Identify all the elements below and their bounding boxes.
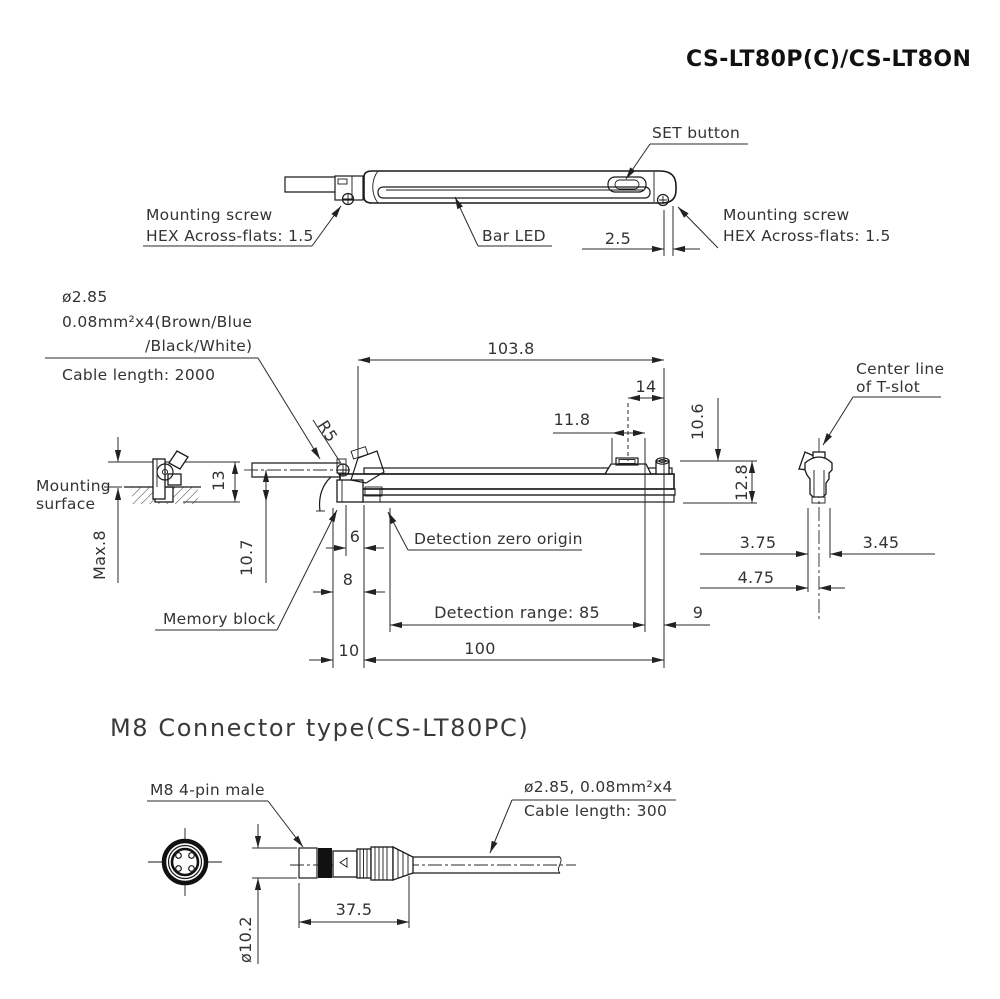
cable-spec-label-2: 0.08mm²x4(Brown/Blue	[62, 313, 252, 331]
dim-8: 8	[343, 570, 353, 589]
pin-3	[175, 865, 182, 872]
mounting-screw-right-label-1: Mounting screw	[723, 206, 850, 224]
connector-cable-length: Cable length: 300	[524, 802, 667, 820]
top-view-annotations: SET button Mounting screw HEX Across-fla…	[143, 124, 891, 256]
side-view-cable	[244, 462, 352, 512]
dim-max-8: Max.8	[90, 530, 109, 580]
set-button-side	[603, 463, 653, 475]
knurled-ring	[298, 847, 318, 879]
center-line-label-1: Center line	[856, 360, 944, 378]
memory-block-label: Memory block	[163, 610, 276, 628]
dim-2-5: 2.5	[605, 229, 631, 248]
dim-4-75: 4.75	[738, 568, 775, 587]
connector-cable	[413, 856, 560, 874]
mounting-surface-label-2: surface	[36, 495, 95, 513]
detection-zero-notch	[364, 486, 383, 497]
cable-spec-label-1: ø2.85	[62, 288, 108, 306]
cable-top-view	[284, 176, 335, 193]
mounting-screw-right-label-2: HEX Across-flats: 1.5	[723, 227, 891, 245]
connector-section: M8 Connector type(CS-LT80PC) M8 4-pin ma…	[110, 714, 676, 964]
connector-side-view	[290, 845, 576, 881]
dim-10-6: 10.6	[688, 403, 707, 440]
dim-14: 14	[636, 377, 657, 396]
bar-led-label: Bar LED	[482, 227, 546, 245]
mount-clip-view	[108, 450, 240, 504]
top-view-body	[284, 170, 677, 207]
connector-end-view	[148, 828, 222, 896]
dim-11-8: 11.8	[554, 410, 591, 429]
end-view	[798, 438, 833, 620]
pin-label: M8 4-pin male	[150, 781, 265, 799]
side-view-labels: ø2.85 0.08mm²x4(Brown/Blue /Black/White)…	[36, 288, 944, 631]
side-view: 103.8 14 11.8 10.6 12.8 13 10.7 Max.8 R5…	[36, 288, 944, 668]
dim-3-45: 3.45	[863, 533, 900, 552]
dim-100: 100	[464, 639, 495, 658]
cable-clamp	[350, 450, 385, 484]
connector-cable-spec: ø2.85, 0.08mm²x4	[524, 778, 673, 796]
memory-block	[336, 479, 364, 503]
dim-10-7: 10.7	[237, 539, 256, 576]
extension-lines	[183, 366, 831, 668]
dim-6: 6	[350, 527, 360, 546]
mounting-screw-right	[656, 193, 670, 207]
detection-range-label: Detection range: 85	[434, 603, 600, 622]
dim-9: 9	[693, 603, 703, 622]
dim-37-5: 37.5	[336, 900, 373, 919]
bar-led-window	[377, 186, 651, 199]
mounting-screw-left-label-1: Mounting screw	[146, 206, 273, 224]
pin-1	[175, 852, 182, 859]
connector-heading: M8 Connector type(CS-LT80PC)	[110, 714, 529, 742]
dim-3-75: 3.75	[740, 533, 777, 552]
dim-10-2: ø10.2	[236, 916, 255, 963]
pin-4	[188, 865, 195, 872]
dim-r5: R5	[314, 417, 342, 446]
cable-head-top-view	[334, 175, 364, 201]
cable-length-label: Cable length: 2000	[62, 366, 215, 384]
sensor-body-top-view	[363, 170, 677, 204]
mounting-surface-label-1: Mounting	[36, 477, 111, 495]
black-band	[318, 848, 332, 878]
side-view-dimensions: 103.8 14 11.8 10.6 12.8 13 10.7 Max.8 R5…	[90, 339, 935, 664]
cable-spec-label-3: /Black/White)	[145, 337, 252, 355]
center-line-label-2: of T-slot	[856, 378, 920, 396]
dim-12-8: 12.8	[732, 464, 751, 501]
pin-2	[188, 852, 195, 859]
connector-dimensions: 37.5 ø10.2	[236, 824, 410, 964]
orientation-marker	[339, 857, 348, 868]
top-view: SET button Mounting screw HEX Across-fla…	[143, 124, 891, 256]
dim-10: 10	[339, 641, 360, 660]
page-title: CS-LT80P(C)/CS-LT8ON	[686, 47, 971, 72]
mounting-screw-left	[341, 192, 355, 206]
mounting-screw-left-label-2: HEX Across-flats: 1.5	[146, 227, 314, 245]
detection-zero-label: Detection zero origin	[414, 530, 583, 548]
dim-103-8: 103.8	[487, 339, 534, 358]
dim-13: 13	[209, 470, 228, 491]
set-button-label: SET button	[652, 124, 740, 142]
side-view-body	[336, 446, 676, 503]
